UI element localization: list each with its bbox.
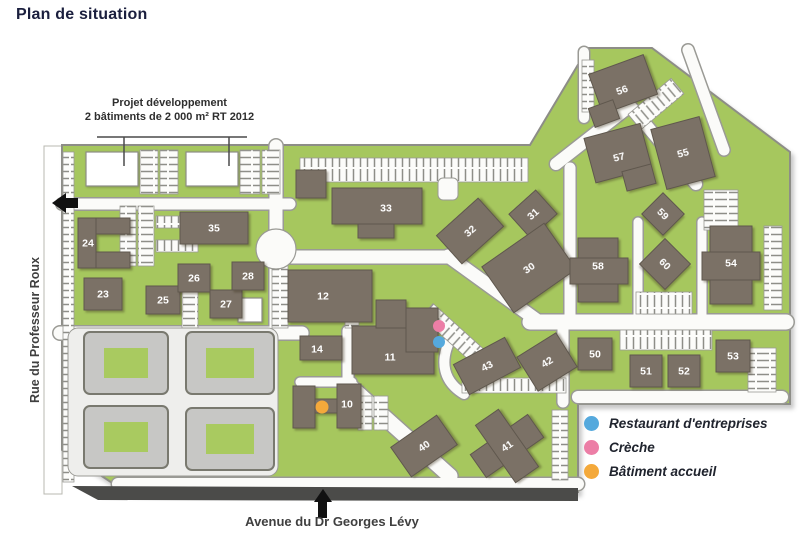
building-33: 33	[331, 187, 423, 239]
building-number: 35	[208, 223, 220, 235]
legend-label-creche: Crèche	[609, 440, 655, 455]
page-title: Plan de situation	[16, 6, 148, 23]
building-55: 55	[650, 115, 716, 191]
creche-marker-icon	[433, 320, 445, 332]
building-59: 59	[641, 192, 685, 236]
building-number: 50	[589, 349, 601, 361]
building-number: 10	[341, 399, 353, 411]
building-number: 25	[157, 295, 169, 307]
legend-item-restaurant: Restaurant d'entreprises	[584, 416, 768, 431]
building-number: 55	[676, 146, 691, 161]
restaurant-marker-icon	[433, 336, 445, 348]
building-43: 43	[452, 336, 522, 396]
roundabout	[255, 228, 297, 270]
building-40: 40	[390, 414, 458, 478]
legend-item-creche: Crèche	[584, 440, 768, 455]
building-number: 12	[317, 291, 329, 303]
legend-item-accueil: Bâtiment accueil	[584, 464, 768, 479]
building-35: 35	[179, 211, 249, 245]
building-54: 54	[701, 225, 761, 305]
building-number: 26	[188, 273, 200, 285]
building-41: 41	[469, 408, 545, 484]
building-number: 52	[678, 366, 690, 378]
building-52: 52	[667, 354, 701, 388]
building-number: 42	[539, 354, 555, 370]
building-number: 57	[612, 150, 627, 165]
project-white-building	[185, 151, 239, 187]
building-number: 51	[640, 366, 652, 378]
project-white-building	[85, 151, 139, 187]
building-number: 58	[592, 261, 604, 273]
building-50: 50	[577, 337, 613, 371]
street-label-avenue-georges-levy: Avenue du Dr Georges Lévy	[245, 514, 419, 529]
legend-label-restaurant: Restaurant d'entreprises	[609, 416, 768, 431]
creche-dot-icon	[584, 440, 599, 455]
building-24: 24	[77, 217, 131, 269]
building-number: 33	[380, 203, 392, 215]
street-left-arrow-icon	[52, 193, 78, 213]
building-number: 56	[615, 83, 630, 98]
building-11: 11	[351, 299, 439, 375]
building-27: 27	[209, 289, 243, 319]
parking-blocks	[67, 327, 279, 477]
street-label-rue-du-professeur-roux: Rue du Professeur Roux	[28, 257, 42, 403]
building-28: 28	[231, 261, 265, 291]
building-number: 11	[384, 352, 395, 364]
accueil-dot-icon	[584, 464, 599, 479]
building-30: 30	[481, 222, 577, 314]
building-number: 14	[311, 344, 323, 356]
building-14: 14	[299, 335, 343, 361]
building-32: 32	[435, 197, 505, 265]
project-annotation: Projet développement 2 bâtiments de 2 00…	[72, 96, 267, 125]
project-annotation-line2: 2 bâtiments de 2 000 m² RT 2012	[84, 111, 255, 124]
building-60: 60	[638, 237, 692, 291]
building-number: 53	[727, 351, 739, 363]
building-56: 56	[587, 53, 659, 129]
building-number: 28	[242, 271, 254, 283]
building-number: 24	[82, 238, 94, 250]
building-58: 58	[569, 237, 629, 303]
building-53: 53	[715, 339, 751, 373]
building-number: 23	[97, 289, 109, 301]
building-51: 51	[629, 354, 663, 388]
building-23: 23	[83, 277, 123, 311]
building-57: 57	[583, 122, 657, 192]
building-12: 12	[287, 269, 373, 323]
parking-combs	[62, 59, 783, 483]
building-number: 54	[725, 258, 737, 270]
restaurant-dot-icon	[584, 416, 599, 431]
building-26: 26	[177, 263, 211, 293]
legend-label-accueil: Bâtiment accueil	[609, 464, 717, 479]
building-number: 27	[220, 299, 232, 311]
annotation-leader-lines	[97, 136, 247, 166]
accueil-marker-icon	[315, 400, 329, 414]
small-white-pad	[437, 177, 459, 201]
building-unlabeled	[295, 169, 327, 199]
project-annotation-line1: Projet développement	[112, 97, 227, 109]
building-42: 42	[516, 332, 578, 392]
building-25: 25	[145, 285, 181, 315]
avenue-entrance-arrow-icon	[314, 489, 332, 518]
building-number: 43	[479, 358, 495, 374]
map-legend: Restaurant d'entreprises Crèche Bâtiment…	[584, 416, 768, 479]
